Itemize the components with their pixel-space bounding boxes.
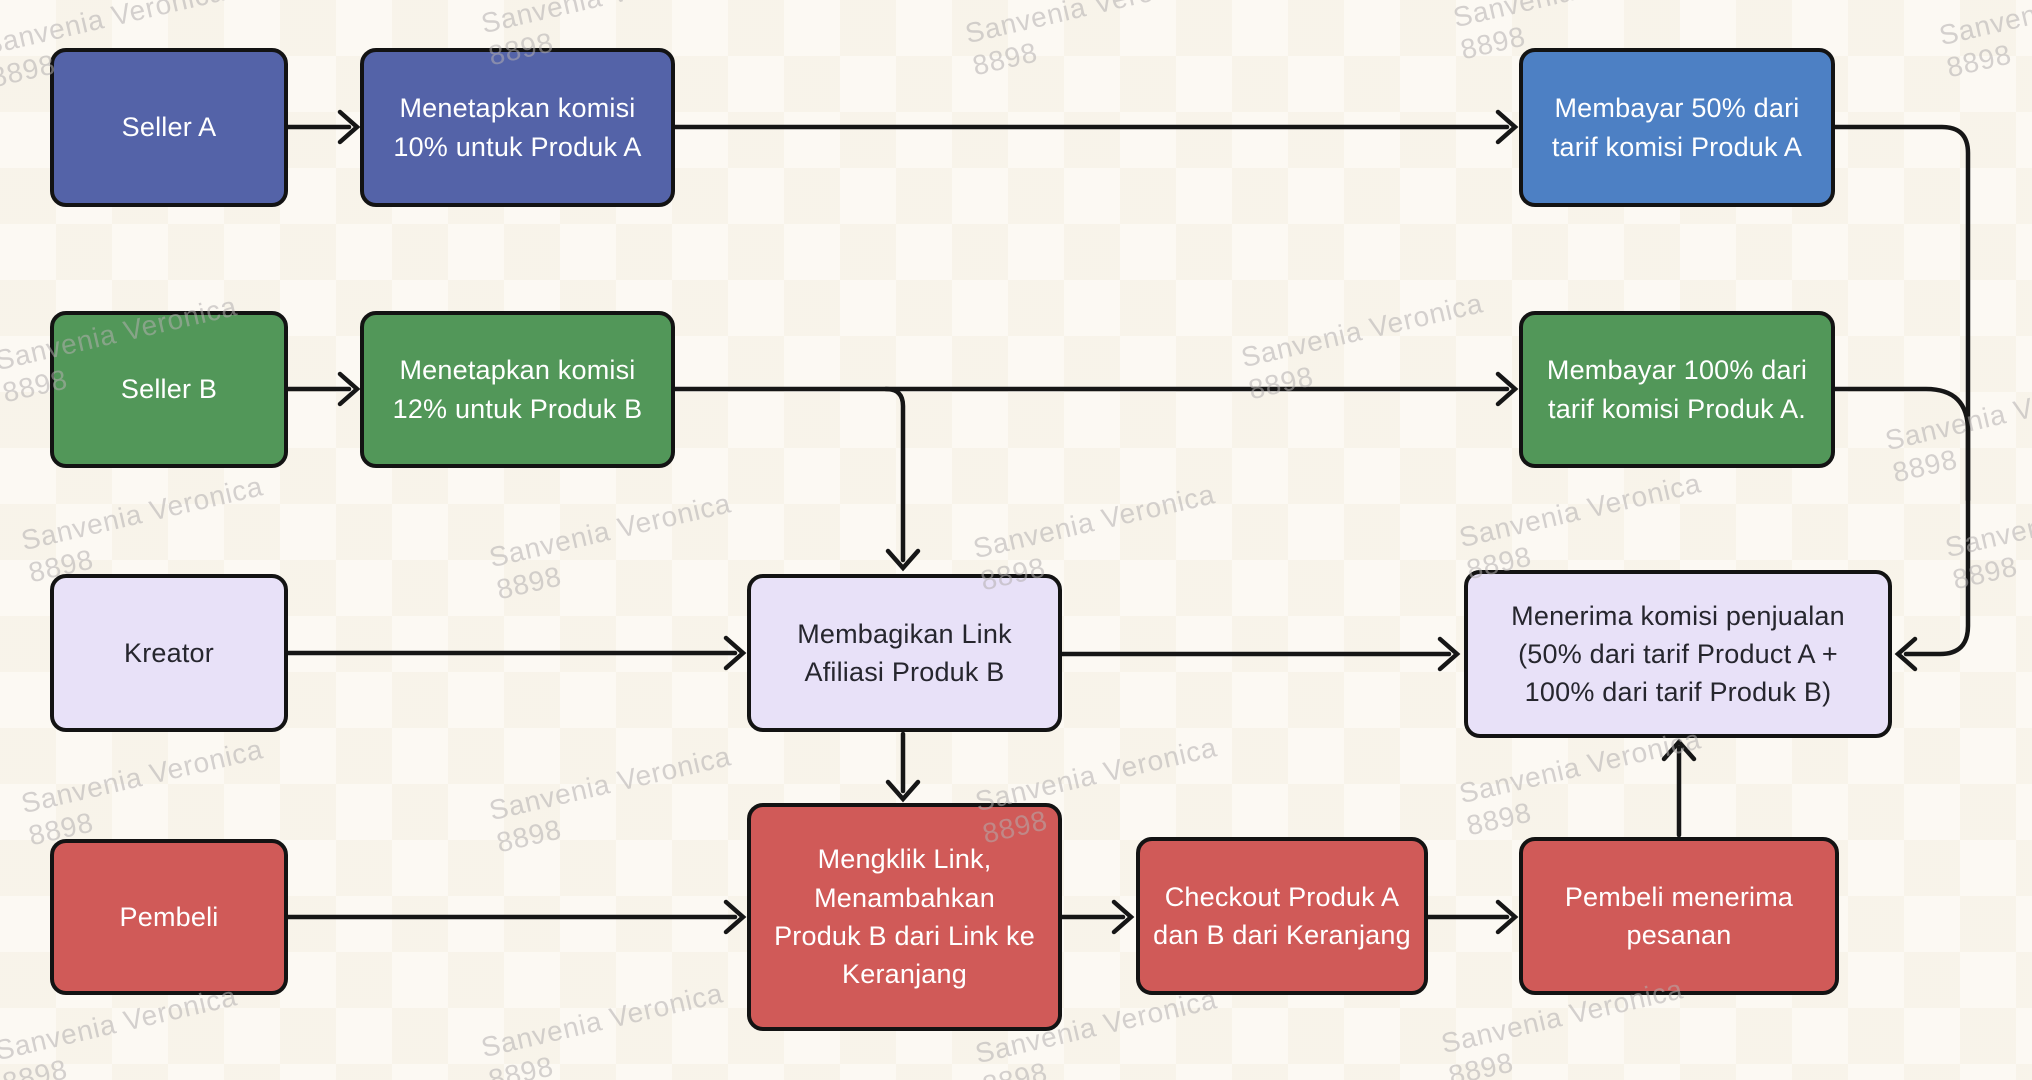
arrowhead-share-link-to-receive	[1437, 636, 1461, 672]
arrowhead-checkout-to-order	[1495, 899, 1519, 935]
arrowhead-branch-to-share-link	[885, 548, 921, 572]
arrowhead-set-a-to-pay50	[1495, 109, 1519, 145]
arrowhead-click-to-checkout	[1111, 899, 1135, 935]
node-set-commission-b: Menetapkan komisi 12% untuk Produk B	[360, 311, 675, 468]
node-set-commission-a: Menetapkan komisi 10% untuk Produk A	[360, 48, 675, 207]
node-pay-50: Membayar 50% dari tarif komisi Produk A	[1519, 48, 1835, 207]
node-seller-a: Seller A	[50, 48, 288, 207]
node-label: Membagikan Link Afiliasi Produk B	[797, 618, 1012, 687]
arrowhead-set-b-to-pay100	[1495, 371, 1519, 407]
node-seller-b: Seller B	[50, 311, 288, 468]
node-checkout: Checkout Produk A dan B dari Keranjang	[1136, 837, 1428, 995]
node-label: Membayar 100% dari tarif komisi Produk A…	[1546, 355, 1808, 424]
node-label: Menetapkan komisi 12% untuk Produk B	[392, 355, 643, 424]
node-label: Checkout Produk A dan B dari Keranjang	[1153, 881, 1411, 950]
arrowhead-seller-b-to-set-b	[337, 371, 361, 407]
node-label: Menerima komisi penjualan (50% dari tari…	[1511, 600, 1845, 708]
node-pay-100: Membayar 100% dari tarif komisi Produk A…	[1519, 311, 1835, 468]
node-pembeli: Pembeli	[50, 839, 288, 995]
arrowhead-pembeli-to-click	[723, 899, 747, 935]
arrowhead-share-link-to-click	[885, 779, 921, 803]
arrow-pay100-merge	[1832, 386, 1971, 503]
node-label: Seller B	[120, 374, 218, 405]
arrow-pay50-to-receive	[1832, 124, 1971, 657]
node-share-link: Membagikan Link Afiliasi Produk B	[747, 574, 1062, 732]
node-kreator: Kreator	[50, 574, 288, 732]
node-label: Menetapkan komisi 10% untuk Produk A	[393, 93, 642, 162]
arrowhead-pay50-to-receive	[1894, 636, 1918, 672]
node-receive-commission: Menerima komisi penjualan (50% dari tari…	[1464, 570, 1892, 738]
arrowhead-seller-a-to-set-a	[337, 109, 361, 145]
node-label: Mengklik Link, Menambahkan Produk B dari…	[774, 844, 1035, 990]
arrowhead-kreator-to-share-link	[723, 635, 747, 671]
node-label: Pembeli	[119, 901, 219, 932]
node-receive-order: Pembeli menerima pesanan	[1519, 837, 1839, 995]
node-label: Membayar 50% dari tarif komisi Produk A	[1551, 93, 1803, 162]
node-click-link: Mengklik Link, Menambahkan Produk B dari…	[747, 803, 1062, 1031]
node-label: Seller A	[121, 112, 217, 143]
arrow-branch-to-share-link	[883, 386, 906, 563]
node-label: Kreator	[124, 637, 214, 668]
arrowhead-order-to-receive	[1661, 738, 1697, 762]
node-label: Pembeli menerima pesanan	[1564, 881, 1794, 950]
